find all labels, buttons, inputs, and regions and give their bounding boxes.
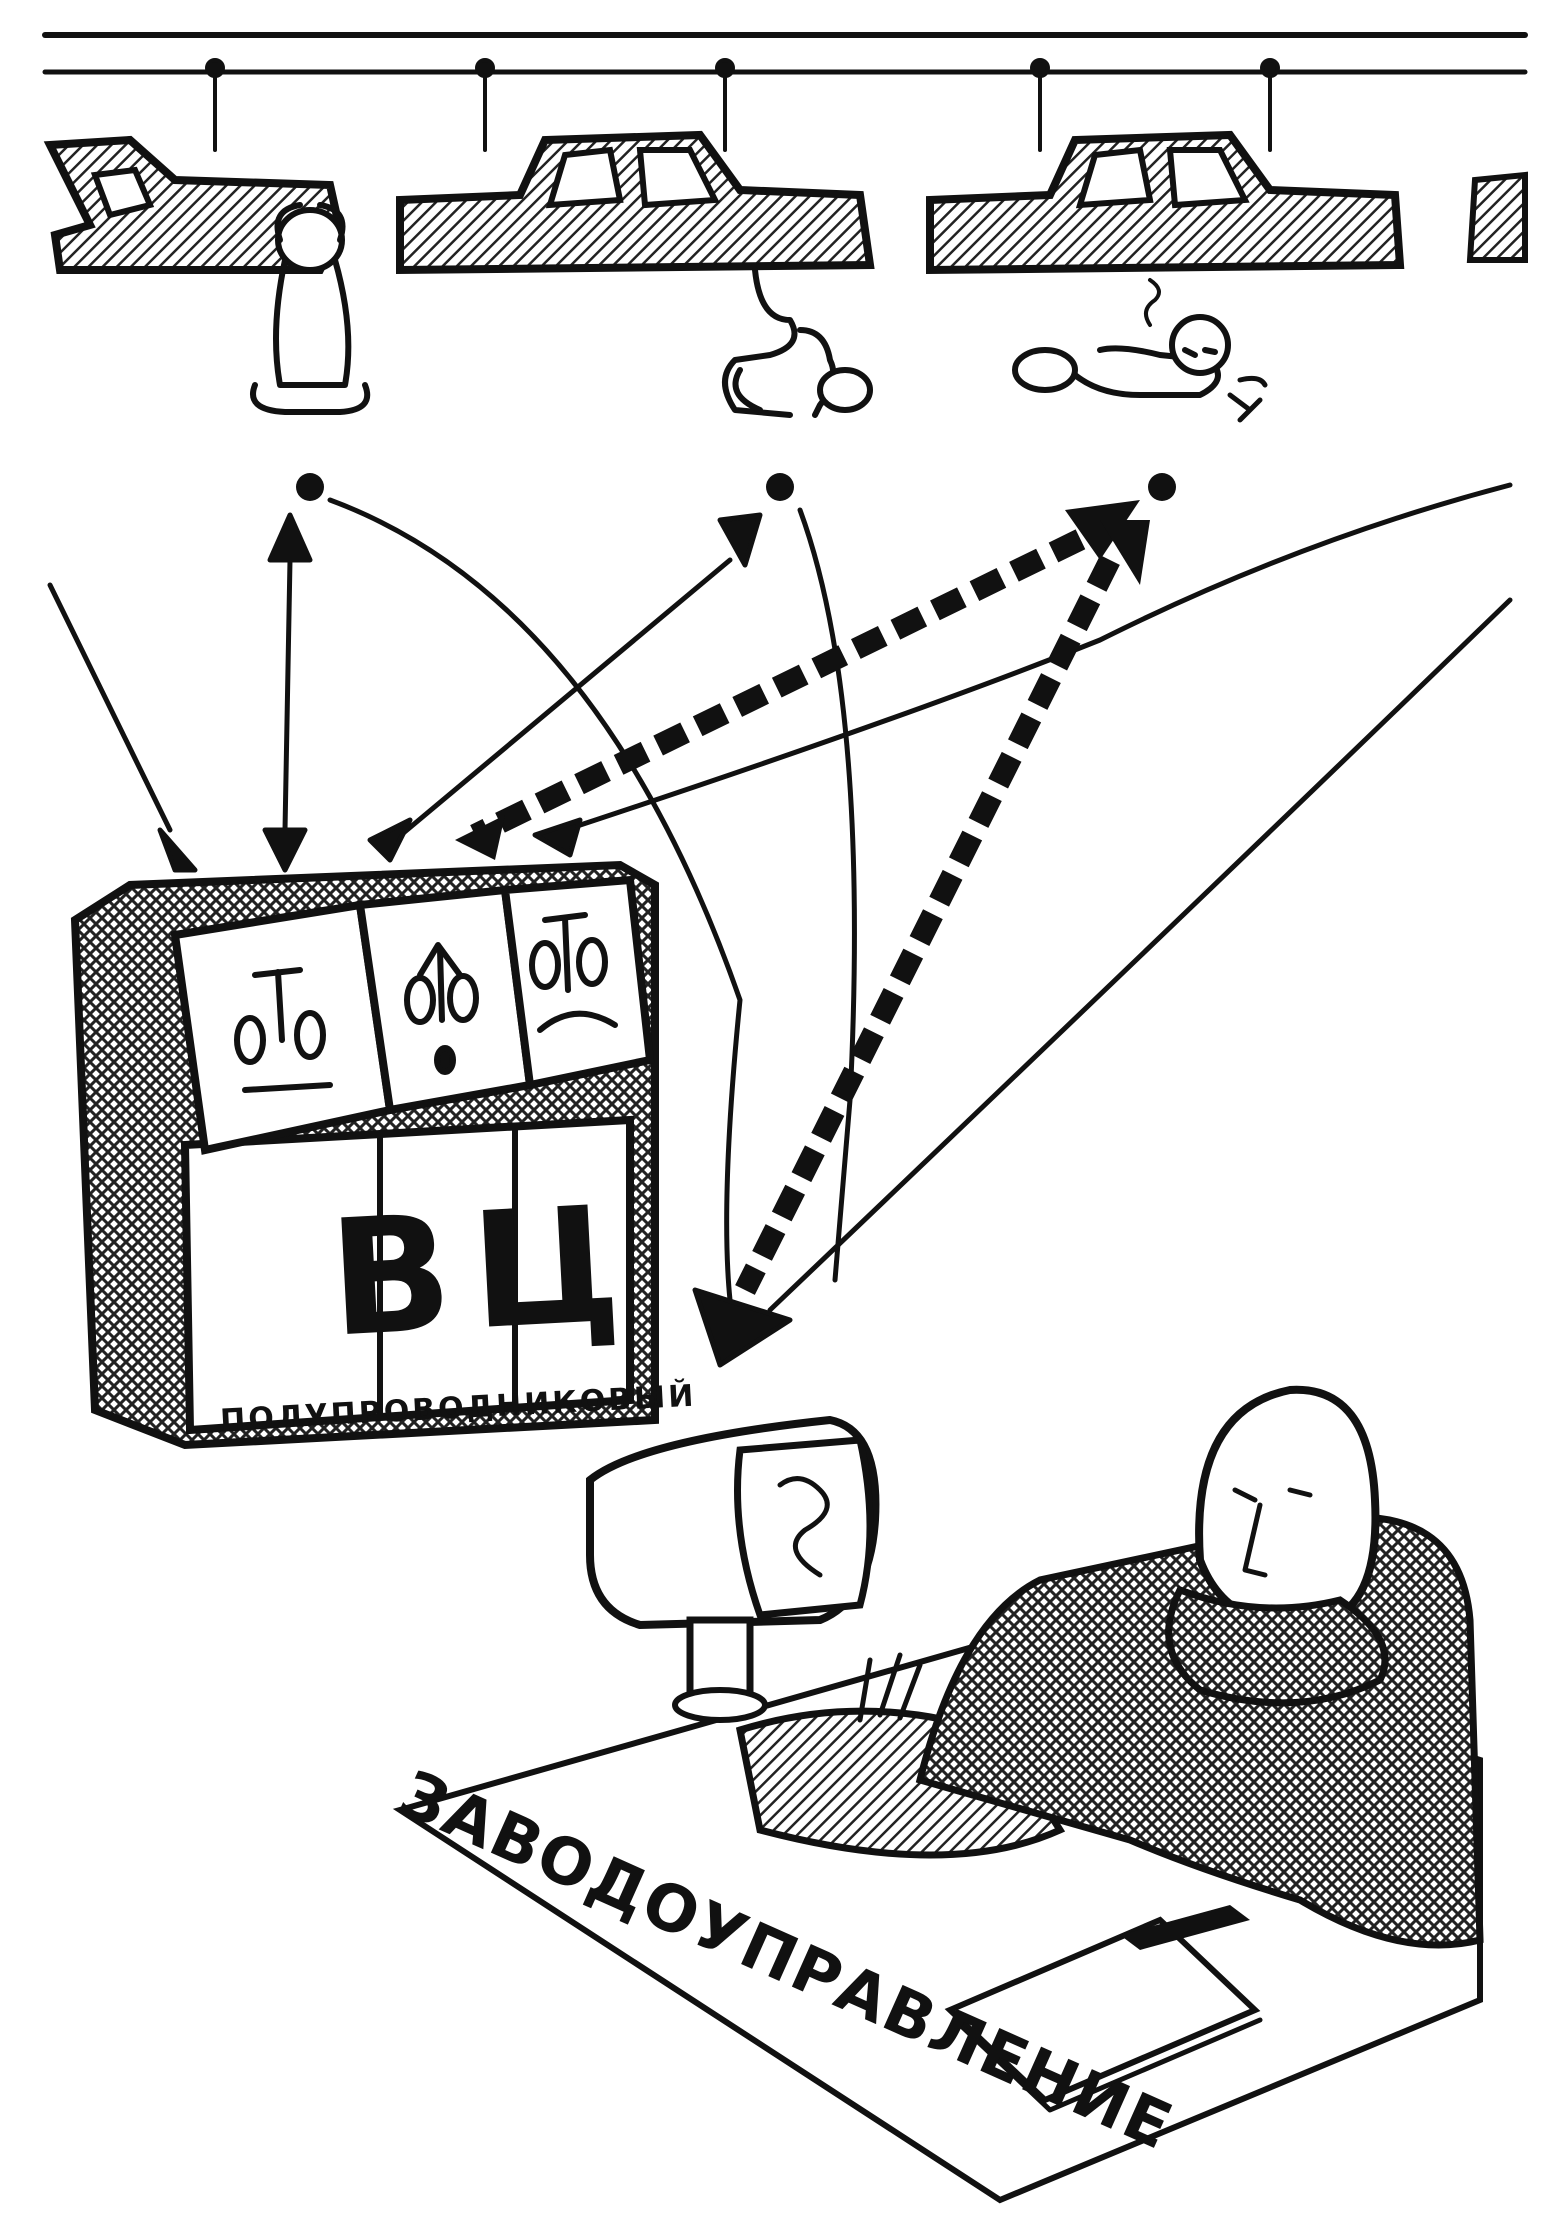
- paper-stack: [944, 1905, 1263, 2113]
- conveyor-hangers: [205, 58, 1280, 152]
- screen-face-neutral: [234, 967, 333, 1093]
- computer-center-cabinet: [70, 860, 659, 1450]
- dashed-arrows: [455, 500, 1150, 1295]
- information-nodes: [296, 473, 1176, 501]
- worker-holding-head: [250, 202, 371, 415]
- display-terminal: [586, 1415, 880, 1723]
- car-body-middle: [396, 130, 875, 275]
- information-flow-arrows: [47, 482, 1513, 1368]
- screen-face-sad: [529, 912, 618, 1033]
- worker-sitting: [722, 267, 873, 418]
- computer-center-label: ВЦ: [325, 1170, 645, 1373]
- car-body-left: [43, 135, 345, 274]
- car-body-edge: [1466, 171, 1528, 263]
- screen-face-surprised: [404, 942, 479, 1075]
- car-body-right: [926, 130, 1405, 275]
- conveyor-rail: [42, 32, 1528, 75]
- sleeping-manager: [915, 1385, 1484, 1949]
- worker-lying: [1012, 278, 1268, 423]
